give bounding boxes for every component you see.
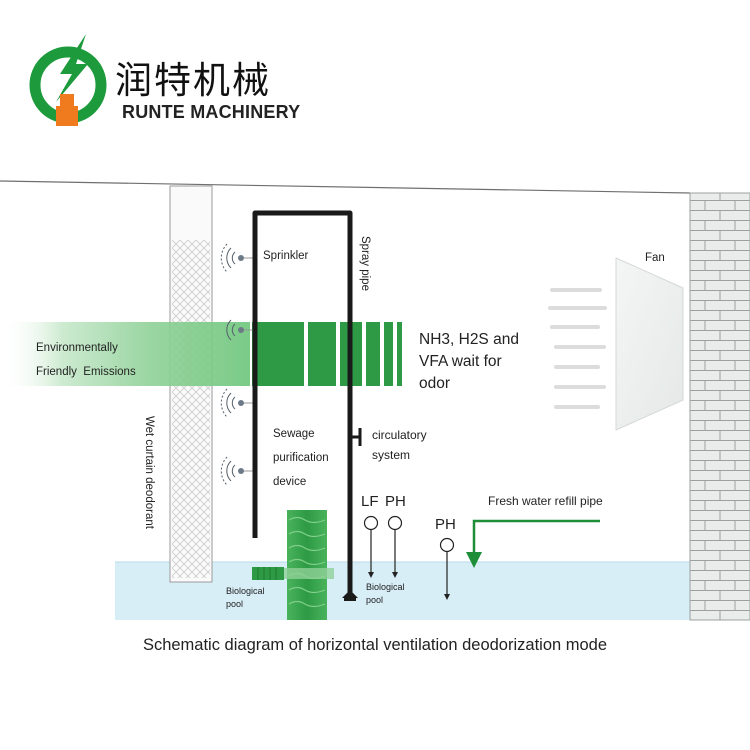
emissions-line-2: Friendly Emissions <box>36 366 136 378</box>
odor-block-1 <box>252 322 304 386</box>
ph-sensor-1 <box>387 515 403 531</box>
odor-line-2: VFA wait for <box>419 353 502 370</box>
sprinkler-label: Sprinkler <box>263 250 309 262</box>
wet-curtain-mesh <box>172 240 210 578</box>
pool-left-line-2: pool <box>226 599 244 609</box>
logo-bolt <box>56 34 88 102</box>
sewage-line-1: Sewage <box>273 428 315 440</box>
sewage-device-label: Sewage purification device <box>273 422 329 494</box>
pool-outlet-fade <box>284 568 334 579</box>
biological-pool-label-right: Biological pool <box>366 581 405 607</box>
ph-sensor-2 <box>439 537 455 553</box>
emissions-label: Environmentally Friendly Emissions <box>36 336 136 384</box>
ph-label-1: PH <box>385 493 406 510</box>
sensor-probes <box>363 515 455 597</box>
odor-block-5 <box>384 322 393 386</box>
emission-flow <box>0 322 250 386</box>
odor-block-6 <box>397 322 402 386</box>
fan-label: Fan <box>645 252 665 264</box>
spray-pipe-label: Spray pipe <box>359 236 371 291</box>
circulatory-label: circulatory system <box>372 425 427 465</box>
sewage-line-3: device <box>273 476 307 488</box>
room-ceiling-line <box>0 180 691 194</box>
lf-label: LF <box>361 493 379 510</box>
water-pool <box>115 562 750 620</box>
fresh-water-pipe <box>472 519 600 560</box>
ph-label-2: PH <box>435 516 456 533</box>
pool-right-line-1: Biological <box>366 582 405 592</box>
pump-foot <box>344 596 356 601</box>
nozzle-3 <box>220 388 255 418</box>
brand-logo <box>29 34 107 126</box>
wet-curtain-label: Wet curtain deodorant <box>143 416 155 529</box>
fresh-water-arrow <box>466 552 482 568</box>
pool-outlet-lines <box>257 567 277 580</box>
fresh-water-label: Fresh water refill pipe <box>488 494 603 508</box>
brand-name-en: RUNTE MACHINERY <box>122 102 301 122</box>
brand-name-cn: 润特机械 <box>115 59 271 102</box>
sewage-line-2: purification <box>273 452 329 464</box>
nozzle-1 <box>220 243 255 273</box>
lf-sensor <box>363 515 379 531</box>
odor-block-4 <box>366 322 380 386</box>
purification-tower <box>287 510 327 620</box>
fan-airflow-lines <box>548 288 607 409</box>
emissions-line-1: Environmentally <box>36 342 118 354</box>
odor-block-2 <box>308 322 336 386</box>
fan-body <box>615 257 684 431</box>
logo-orange-block <box>60 94 74 106</box>
brick-wall <box>689 192 750 621</box>
circulatory-line-1: circulatory <box>372 428 427 442</box>
spray-pipe <box>252 210 353 598</box>
pool-outlet-stripes <box>252 567 284 580</box>
biological-pool-label-left: Biological pool <box>226 585 265 611</box>
pool-right-line-2: pool <box>366 595 384 605</box>
nozzle-4 <box>220 456 255 486</box>
logo-orange-base <box>56 106 78 126</box>
pool-left-line-1: Biological <box>226 586 265 596</box>
circulatory-line-2: system <box>372 448 411 462</box>
diagram-caption: Schematic diagram of horizontal ventilat… <box>142 636 608 654</box>
odor-line-1: NH3, H2S and <box>419 331 519 348</box>
odor-line-3: odor <box>419 375 451 392</box>
sensor-arrows <box>368 572 450 600</box>
odor-label: NH3, H2S and VFA wait for odor <box>419 329 519 395</box>
